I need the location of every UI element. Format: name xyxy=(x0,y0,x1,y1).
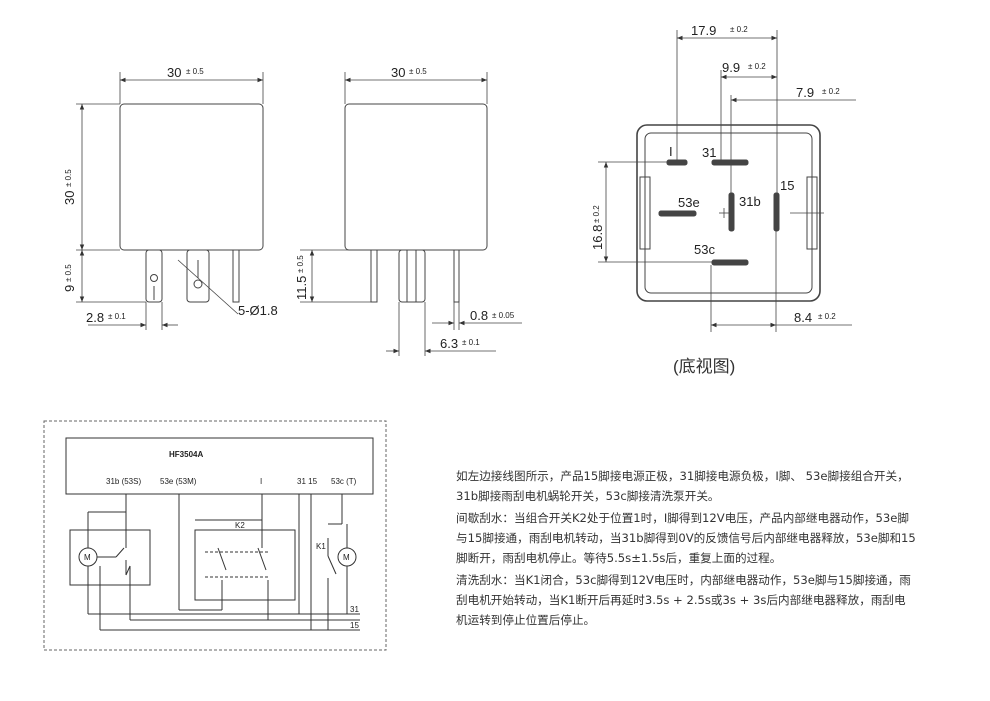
bottom-mid-value: 9.9 xyxy=(722,60,740,75)
circuit-k1: K1 xyxy=(316,542,326,551)
bottom-view-label: (底视图) xyxy=(673,357,735,376)
circuit-terminal-53c: 53c (T) xyxy=(331,477,357,486)
description-text: 如左边接线图所示，产品15脚接电源正极，31脚接电源负极，I脚、 53e脚接组合… xyxy=(456,466,916,632)
pin-offset-tol: ± 0.1 xyxy=(108,312,126,321)
bottom-pin-offset-tol: ± 0.2 xyxy=(818,312,836,321)
pin-thickness-tol: ± 0.05 xyxy=(492,311,515,320)
circuit-terminal-31b: 31b (53S) xyxy=(106,477,141,486)
front-view xyxy=(76,72,264,330)
circuit-terminal-31-15: 31 15 xyxy=(297,477,318,486)
pin-offset-value: 2.8 xyxy=(86,310,104,325)
bottom-right-tol: ± 0.2 xyxy=(822,87,840,96)
description-intermittent: 间歇刮水：当组合开关K2处于位置1时，I脚得到12V电压，产品内部继电器动作，5… xyxy=(456,511,916,565)
front-height-tol: ± 0.5 xyxy=(64,169,73,187)
description-washing: 清洗刮水：当K1闭合，53c脚得到12V电压时，内部继电器动作，53e脚与15脚… xyxy=(456,573,911,627)
bottom-pin-offset-value: 8.4 xyxy=(794,310,812,325)
circuit-bus-31: 31 xyxy=(350,605,359,614)
pin-label-15: 15 xyxy=(780,178,794,193)
bottom-height-tol: ± 0.2 xyxy=(592,205,601,223)
front-width-tol: ± 0.5 xyxy=(186,67,204,76)
side-pin-length-value: 11.5 xyxy=(294,276,309,300)
bottom-view xyxy=(598,30,856,332)
circuit-diagram xyxy=(43,420,387,651)
pin-label-i: I xyxy=(669,144,673,159)
circuit-k2: K2 xyxy=(235,521,245,530)
pin-thickness-value: 0.8 xyxy=(470,308,488,323)
bottom-right-value: 7.9 xyxy=(796,85,814,100)
circuit-wiper-motor: M xyxy=(84,553,91,562)
pin-spacing-value: 6.3 xyxy=(440,336,458,351)
bottom-span-value: 17.9 xyxy=(691,23,716,38)
circuit-bus-15: 15 xyxy=(350,621,359,630)
front-width-value: 30 xyxy=(167,65,181,80)
front-pin-length-value: 9 xyxy=(62,285,77,292)
pin-label-31: 31 xyxy=(702,145,716,160)
side-pin-length-tol: ± 0.5 xyxy=(296,255,305,273)
side-view xyxy=(300,72,522,356)
front-pin-length-tol: ± 0.5 xyxy=(64,264,73,282)
front-height-value: 30 xyxy=(62,191,77,205)
circuit-terminal-53e: 53e (53M) xyxy=(160,477,197,486)
pin-hole-label: 5-Ø1.8 xyxy=(238,303,278,318)
bottom-span-tol: ± 0.2 xyxy=(730,25,748,34)
circuit-pump-motor: M xyxy=(343,553,350,562)
bottom-mid-tol: ± 0.2 xyxy=(748,62,766,71)
pin-label-53e: 53e xyxy=(678,195,700,210)
pin-spacing-tol: ± 0.1 xyxy=(462,338,480,347)
pin-label-53c: 53c xyxy=(694,242,715,257)
pin-label-31b: 31b xyxy=(739,194,761,209)
circuit-terminal-i: I xyxy=(260,477,262,486)
circuit-model: HF3504A xyxy=(169,450,203,459)
side-width-tol: ± 0.5 xyxy=(409,67,427,76)
description-wiring: 如左边接线图所示，产品15脚接电源正极，31脚接电源负极，I脚、 53e脚接组合… xyxy=(456,469,909,503)
side-width-value: 30 xyxy=(391,65,405,80)
bottom-height-value: 16.8 xyxy=(590,225,605,250)
